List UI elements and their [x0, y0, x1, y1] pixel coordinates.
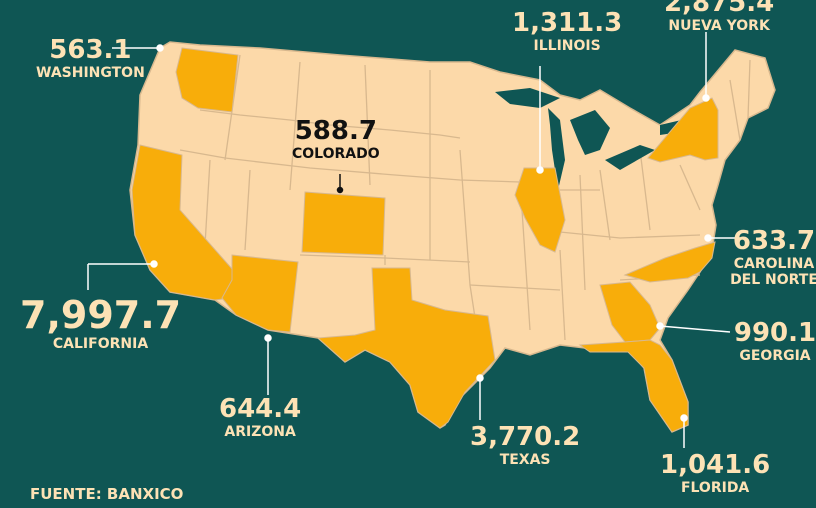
name-carolina-del-norte-line2: DEL NORTE [730, 272, 816, 289]
state-illinois [514, 167, 566, 253]
value-illinois: 1,311.3 [512, 8, 623, 38]
label-florida: 1,041.6 FLORIDA [660, 452, 770, 496]
state-carolina-del-norte [623, 241, 716, 283]
colorado-leader [336, 174, 344, 194]
name-arizona: ARIZONA [224, 424, 296, 440]
state-washington [175, 47, 239, 113]
value-washington: 563.1 [49, 35, 132, 65]
label-texas: 3,770.2 TEXAS [470, 424, 580, 468]
source-note: FUENTE: BANXICO [30, 485, 184, 503]
label-nueva-york: 2,875.4 NUEVA YORK [664, 0, 774, 34]
state-california [131, 144, 241, 301]
name-washington: WASHINGTON [36, 65, 145, 81]
label-washington: 563.1 WASHINGTON [36, 37, 145, 81]
great-lakes [495, 88, 690, 190]
state-arizona [221, 254, 299, 333]
state-florida [578, 339, 689, 433]
name-colorado: COLORADO [292, 146, 380, 162]
label-carolina-del-norte: 633.7 CAROLINA DEL NORTE [724, 228, 816, 289]
name-carolina-del-norte-line1: CAROLINA [733, 256, 815, 272]
value-california: 7,997.7 [20, 293, 182, 337]
name-georgia: GEORGIA [739, 348, 811, 364]
value-nueva-york: 2,875.4 [664, 0, 775, 18]
value-colorado: 588.7 [294, 116, 377, 146]
value-florida: 1,041.6 [660, 450, 771, 480]
name-illinois: ILLINOIS [533, 38, 601, 54]
label-california: 7,997.7 CALIFORNIA [20, 296, 181, 352]
label-arizona: 644.4 ARIZONA [219, 396, 301, 440]
value-carolina-del-norte: 633.7 [732, 226, 816, 256]
name-california: CALIFORNIA [52, 336, 149, 352]
label-georgia: 990.1 GEORGIA [730, 320, 816, 364]
label-colorado: 588.7 COLORADO [292, 118, 380, 162]
state-colorado [301, 191, 386, 256]
value-arizona: 644.4 [219, 394, 302, 424]
state-georgia [599, 281, 661, 343]
name-florida: FLORIDA [680, 480, 750, 496]
state-texas [316, 267, 496, 429]
value-georgia: 990.1 [733, 318, 816, 348]
label-illinois: 1,311.3 ILLINOIS [512, 10, 622, 54]
name-nueva-york: NUEVA YORK [668, 18, 770, 34]
state-nueva-york [647, 97, 719, 163]
leader-lines [87, 32, 740, 448]
highlighted-states [131, 47, 719, 433]
value-texas: 3,770.2 [470, 422, 581, 452]
name-texas: TEXAS [499, 452, 551, 468]
